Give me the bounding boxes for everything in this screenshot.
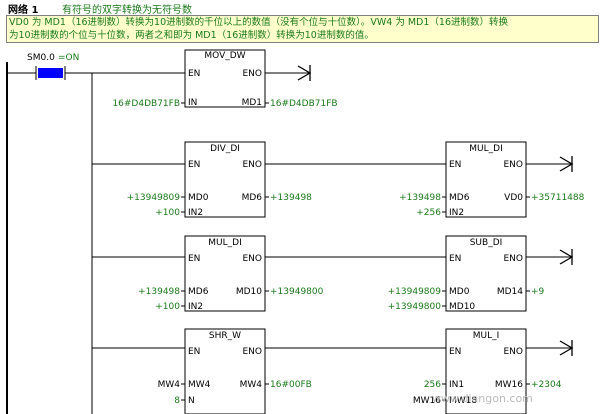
pin-in1: MD0 bbox=[449, 287, 470, 297]
mov-dw-out-value: 16#D4DB71FB bbox=[270, 99, 338, 109]
pin-in1: MD6 bbox=[188, 287, 209, 297]
mul-di-1-in1-value: +139498 bbox=[399, 193, 441, 203]
pin-eno: ENO bbox=[503, 254, 523, 264]
pin-in1: MD6 bbox=[449, 193, 470, 203]
block-title: DIV_DI bbox=[210, 144, 240, 154]
pin-out: VD0 bbox=[504, 193, 523, 203]
pin-in2: IN2 bbox=[188, 302, 203, 312]
pin-eno: ENO bbox=[503, 160, 523, 170]
block-title: MUL_DI bbox=[469, 144, 502, 154]
pin-en: EN bbox=[188, 254, 200, 264]
pin-eno: ENO bbox=[503, 347, 523, 357]
pin-in: IN bbox=[188, 98, 197, 108]
sub-di-in1-value: +13949809 bbox=[388, 287, 442, 297]
block-title: MUL_DI bbox=[208, 238, 241, 248]
pin-out: MW16 bbox=[495, 380, 523, 390]
pin-eno: ENO bbox=[242, 69, 262, 79]
shr-w-n-value: 8 bbox=[174, 396, 180, 406]
mul-di-1-out-value: +35711488 bbox=[531, 193, 585, 203]
block-title: SHR_W bbox=[209, 331, 241, 341]
pin-eno: ENO bbox=[242, 347, 262, 357]
pin-en: EN bbox=[188, 160, 200, 170]
mul-i-in2-operand: MW16 bbox=[413, 396, 441, 406]
block-mul-di-1[interactable]: MUL_DI EN ENO MD6 VD0 IN2 bbox=[445, 141, 527, 218]
pin-en: EN bbox=[188, 69, 200, 79]
pin-in2: MD10 bbox=[449, 302, 475, 312]
div-di-in1-value: +13949809 bbox=[127, 193, 181, 203]
block-mov-dw[interactable]: MOV_DW EN ENO IN MD1 bbox=[184, 49, 266, 108]
pin-out: MD14 bbox=[497, 287, 523, 297]
pin-en: EN bbox=[449, 254, 461, 264]
block-mul-i[interactable]: MUL_I EN ENO IN1 MW16 MW18 bbox=[445, 328, 527, 414]
pin-in1: MW4 bbox=[188, 380, 211, 390]
sub-di-in2-value: +13949800 bbox=[388, 302, 442, 312]
contact-sm0-0[interactable] bbox=[35, 66, 66, 80]
network-header: 网络 1 有符号的双字转换为无符号数 bbox=[0, 0, 600, 16]
pin-out: MD10 bbox=[236, 287, 262, 297]
contact-state: =ON bbox=[58, 53, 79, 63]
pin-en: EN bbox=[188, 347, 200, 357]
pin-out: MD1 bbox=[242, 98, 262, 108]
network-label: 网络 1 bbox=[8, 5, 39, 16]
pin-eno: ENO bbox=[242, 160, 262, 170]
contact-energized-indicator bbox=[38, 68, 63, 78]
sub-di-out-value: +9 bbox=[531, 287, 545, 297]
mul-di-2-in1-value: +139498 bbox=[138, 287, 180, 297]
block-mul-di-2[interactable]: MUL_DI EN ENO MD6 MD10 IN2 bbox=[184, 235, 266, 312]
mov-dw-in-value: 16#D4DB71FB bbox=[112, 99, 180, 109]
watermark: www.diangon.com bbox=[432, 392, 533, 405]
block-div-di[interactable]: DIV_DI EN ENO MD0 MD6 IN2 bbox=[184, 141, 266, 218]
mul-di-2-in2-value: +100 bbox=[155, 302, 180, 312]
pin-in2: IN2 bbox=[449, 208, 464, 218]
pin-n: N bbox=[188, 396, 195, 406]
comment-line-1: VD0 为 MD1（16进制数）转换为10进制数的千位以上的数值（没有个位与十位… bbox=[9, 17, 509, 28]
contact-address: SM0.0 bbox=[27, 53, 55, 63]
pin-out: MD6 bbox=[242, 193, 263, 203]
pin-in1: IN1 bbox=[449, 380, 464, 390]
block-title: MOV_DW bbox=[204, 51, 245, 61]
network-comment[interactable]: VD0 为 MD1（16进制数）转换为10进制数的千位以上的数值（没有个位与十位… bbox=[6, 15, 599, 43]
block-title: SUB_DI bbox=[470, 238, 503, 248]
pin-en: EN bbox=[449, 347, 461, 357]
network-title[interactable]: 有符号的双字转换为无符号数 bbox=[62, 5, 192, 16]
mul-i-out-value: +2304 bbox=[531, 380, 562, 390]
div-di-out-value: +139498 bbox=[270, 193, 312, 203]
pin-in2: IN2 bbox=[188, 208, 203, 218]
mul-i-in1-value: 256 bbox=[424, 380, 441, 390]
block-title: MUL_I bbox=[473, 331, 500, 341]
shr-w-in-operand: MW4 bbox=[158, 380, 181, 390]
pin-en: EN bbox=[449, 160, 461, 170]
pin-eno: ENO bbox=[242, 254, 262, 264]
div-di-in2-value: +100 bbox=[155, 208, 180, 218]
block-sub-di[interactable]: SUB_DI EN ENO MD0 MD14 MD10 bbox=[445, 235, 527, 312]
shr-w-out-value: 16#00FB bbox=[270, 380, 312, 390]
mul-di-1-in2-value: +256 bbox=[416, 208, 441, 218]
pin-out: MW4 bbox=[240, 380, 263, 390]
mul-di-2-out-value: +13949800 bbox=[270, 287, 324, 297]
pin-in2: MW18 bbox=[449, 396, 477, 406]
block-shr-w[interactable]: SHR_W EN ENO MW4 MW4 N bbox=[184, 328, 266, 414]
comment-line-2: 为10进制数的个位与十位数，两者之和即为 MD1（16进制数）转换为10进制数的… bbox=[9, 30, 374, 41]
pin-in1: MD0 bbox=[188, 193, 209, 203]
